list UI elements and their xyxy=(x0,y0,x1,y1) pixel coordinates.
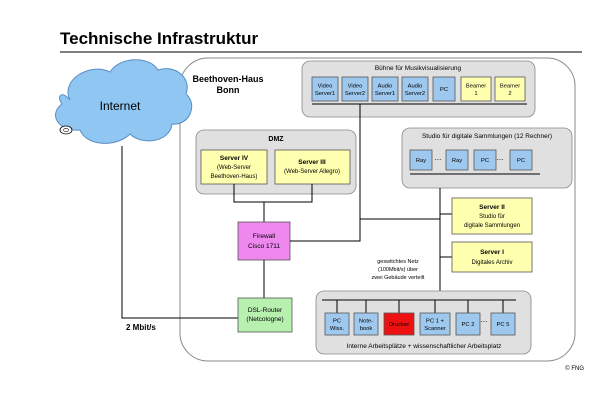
internet-cloud xyxy=(55,59,193,144)
studio-device-3[interactable] xyxy=(473,149,497,171)
firewall-box[interactable] xyxy=(237,221,291,261)
server4-line1: Server IV xyxy=(220,155,249,162)
workplace-device-5-label-1: PC 2 xyxy=(462,322,475,328)
studio-title: Studio für digitale Sammlungen (12 Rechn… xyxy=(422,133,552,140)
workplace-device-3-label-1: Drucker xyxy=(389,322,409,328)
server3-box[interactable] xyxy=(274,149,351,185)
studio-device-group: Ray Ray PC PC...... xyxy=(409,149,533,171)
internet-uplink-line xyxy=(121,146,238,319)
switch-note-line3: zwei Gebäude verteilt xyxy=(372,275,425,281)
stage-device-4-label-2: Server2 xyxy=(405,91,425,97)
workplace-device-4-label-2: Scanner xyxy=(424,326,446,332)
workplace-device-3[interactable] xyxy=(383,312,415,336)
stage-device-2[interactable] xyxy=(341,76,369,102)
workplace-device-4-label-1: PC 1 + xyxy=(426,318,444,324)
stage-device-7-label-2: 2 xyxy=(508,91,511,97)
server2-line2: Studio für xyxy=(479,214,505,220)
stage-panel-title: Bühne für Musikvisualisierung xyxy=(375,65,462,72)
internet-link-label: 2 Mbit/s xyxy=(126,323,156,332)
server2-line3: digitale Sammlungen xyxy=(464,223,520,229)
stage-device-2-label-2: Server2 xyxy=(345,91,365,97)
stage-device-7-label-1: Beamer xyxy=(500,83,520,89)
internet-connector-icon xyxy=(59,125,73,135)
stage-device-5-label-1: PC xyxy=(440,87,448,93)
internet-label: Internet xyxy=(100,99,141,113)
workplace-device-6[interactable] xyxy=(490,312,516,336)
workplace-device-1[interactable] xyxy=(324,312,350,336)
workplace-dots: ... xyxy=(481,315,488,324)
copyright: © FNG xyxy=(565,365,584,372)
workplaces-title: Interne Arbeitsplätze + wissenschaftlich… xyxy=(347,343,502,350)
server1-line2: Digitales Archiv xyxy=(471,260,512,266)
studio-device-2[interactable] xyxy=(445,149,469,171)
server1-line1: Server I xyxy=(480,249,504,256)
studio-device-1-label-1: Ray xyxy=(416,158,426,164)
server4-line2: (Web-Server xyxy=(217,165,251,171)
stage-device-1[interactable] xyxy=(311,76,339,102)
router-line1: DSL-Router xyxy=(248,307,283,314)
switch-note-line2: (100Mbit/s) über xyxy=(378,267,418,273)
stage-device-3-label-1: Audio xyxy=(378,83,393,89)
page-title: Technische Infrastruktur xyxy=(60,29,258,48)
stage-device-4-label-1: Audio xyxy=(408,83,423,89)
firewall-line2: Cisco 1711 xyxy=(248,243,280,250)
stage-device-7[interactable] xyxy=(494,76,526,102)
server2-box[interactable] xyxy=(451,197,533,235)
workplace-device-4[interactable] xyxy=(419,312,451,336)
server3-line2: (Web-Server Allegro) xyxy=(284,169,340,175)
workplace-device-2[interactable] xyxy=(353,312,379,336)
studio-device-3-label-1: PC xyxy=(481,158,489,164)
campus-title-line2: Bonn xyxy=(217,85,240,95)
studio-device-2-label-1: Ray xyxy=(452,158,462,164)
dmz-link-line xyxy=(233,184,313,203)
stage-device-1-label-2: Server1 xyxy=(315,91,335,97)
studio-dots-1: ... xyxy=(435,153,442,162)
router-line2: (Netcologne) xyxy=(246,316,283,323)
stage-device-3-label-2: Server1 xyxy=(375,91,395,97)
switch-note-line1: geswitchtes Netz xyxy=(377,259,419,265)
router-box[interactable] xyxy=(237,297,293,333)
workplace-device-group: PC Wiss. Note-book Drucker PC 1 + Scanner PC 2… xyxy=(324,300,516,336)
workplace-device-2-label-1: Note- xyxy=(359,318,373,324)
server2-line1: Server II xyxy=(479,204,505,211)
server3-line1: Server III xyxy=(298,159,326,166)
stage-device-5[interactable] xyxy=(432,76,456,102)
stage-device-4[interactable] xyxy=(401,76,429,102)
stage-device-2-label-1: Video xyxy=(348,83,363,89)
stage-device-6-label-1: Beamer xyxy=(466,83,486,89)
dmz-title: DMZ xyxy=(268,136,284,143)
server4-box[interactable] xyxy=(200,149,268,185)
workplace-device-1-label-1: PC xyxy=(333,318,341,324)
stage-device-6[interactable] xyxy=(460,76,492,102)
workplace-device-1-label-2: Wiss. xyxy=(330,326,345,332)
studio-device-1[interactable] xyxy=(409,149,433,171)
studio-device-4[interactable] xyxy=(509,149,533,171)
stage-device-3[interactable] xyxy=(371,76,399,102)
campus-title-line1: Beethoven-Haus xyxy=(192,74,263,84)
server1-box[interactable] xyxy=(451,241,533,273)
studio-dots-2: ... xyxy=(497,153,504,162)
studio-device-4-label-1: PC xyxy=(517,158,525,164)
firewall-line1: Firewall xyxy=(253,233,276,240)
stage-device-1-label-1: Video xyxy=(318,83,333,89)
workplace-device-5[interactable] xyxy=(455,312,481,336)
stage-device-6-label-2: 1 xyxy=(474,91,477,97)
workplace-device-6-label-1: PC 5 xyxy=(497,322,510,328)
server4-line3: Beethoven-Haus) xyxy=(211,174,258,180)
workplace-device-2-label-2: book xyxy=(360,326,373,332)
